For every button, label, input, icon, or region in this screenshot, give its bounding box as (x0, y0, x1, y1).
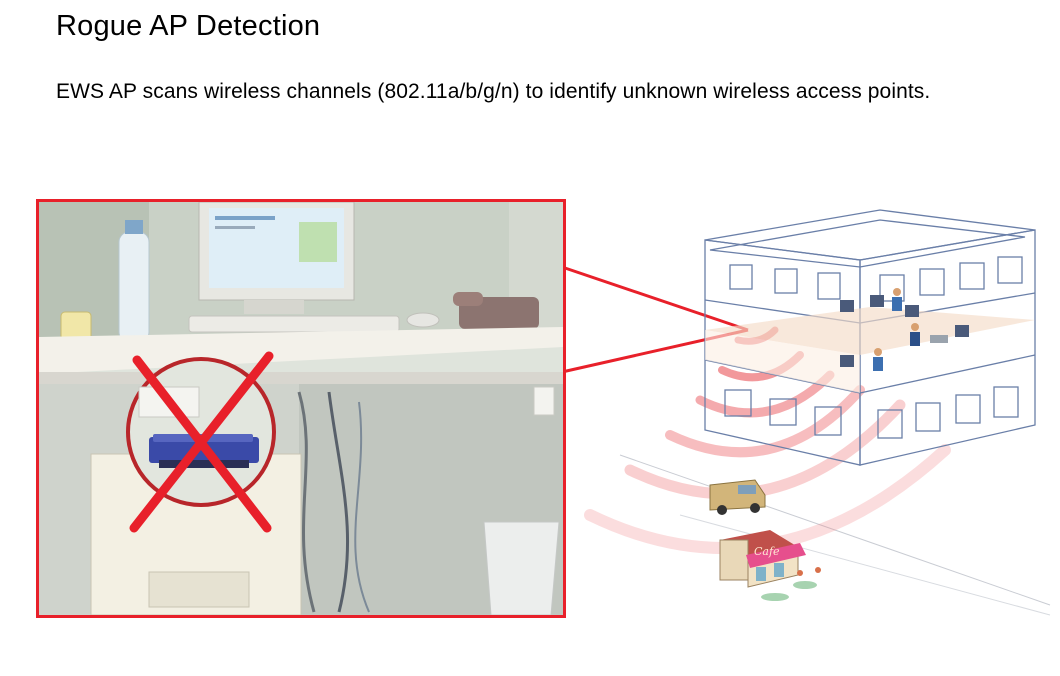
cafe-icon: Cafe (719, 530, 821, 601)
rogue-ap-photo (36, 199, 566, 618)
office-building-scene: Cafe (560, 195, 1060, 655)
page-title: Rogue AP Detection (56, 10, 321, 42)
page-description: EWS AP scans wireless channels (802.11a/… (56, 80, 931, 103)
van-icon (709, 479, 766, 515)
office-workers (840, 288, 969, 371)
cafe-sign: Cafe (754, 545, 780, 558)
prohibited-x-icon (129, 351, 274, 533)
